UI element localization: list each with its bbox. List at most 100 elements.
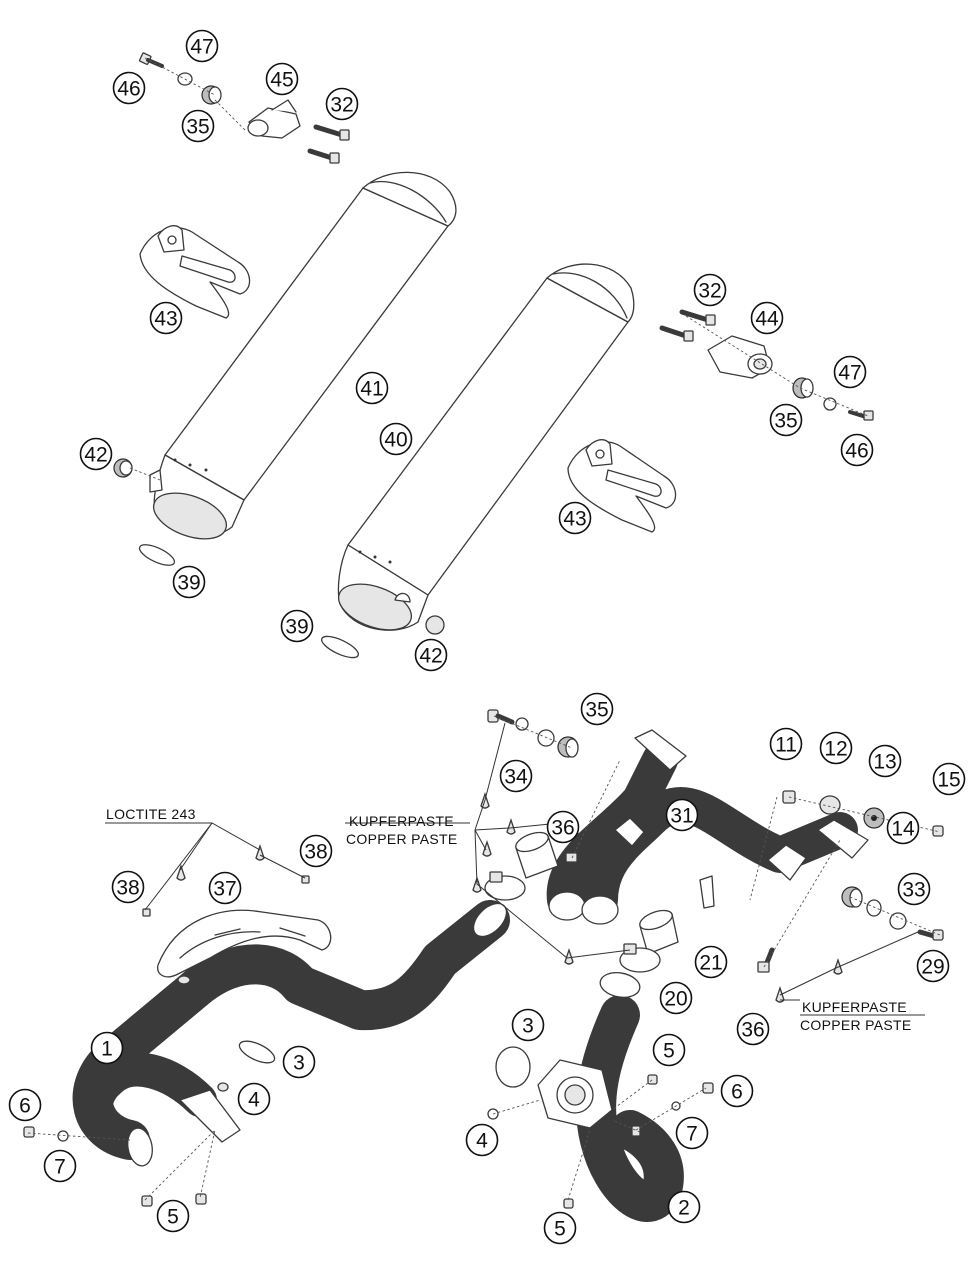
callout-6-right: 6 <box>720 1074 754 1108</box>
callout-circle <box>750 301 784 335</box>
callout-number: 20 <box>664 988 687 1011</box>
callout-circle <box>465 1123 499 1157</box>
callout-circle <box>665 798 699 832</box>
callout-44: 44 <box>750 301 784 335</box>
clamp-45 <box>247 99 301 139</box>
note-copper-bottom-de: KUPFERPASTE <box>802 999 907 1015</box>
callout-number: 7 <box>686 1123 698 1146</box>
callout-39-mid: 39 <box>280 609 314 643</box>
callout-7-left: 7 <box>43 1149 77 1183</box>
callout-number: 47 <box>838 362 861 385</box>
cap-42-mid <box>425 615 445 635</box>
upper-hardware-group <box>138 52 350 164</box>
callout-33: 33 <box>897 872 931 906</box>
right-hardware-group <box>659 309 874 421</box>
callout-number: 14 <box>891 818 915 841</box>
nut-6-right <box>702 1082 714 1094</box>
callout-number: 35 <box>774 410 797 433</box>
screw-38-left <box>142 908 151 917</box>
callout-35-right: 35 <box>769 403 803 437</box>
callout-circle <box>90 1031 124 1065</box>
nut-5-right-bottom <box>563 1198 574 1209</box>
callout-number: 21 <box>699 952 722 975</box>
callout-number: 3 <box>522 1015 534 1038</box>
bushing-35-right <box>792 377 814 399</box>
callout-14: 14 <box>886 811 920 845</box>
callout-43-left: 43 <box>149 301 183 335</box>
callout-circle <box>916 949 950 983</box>
callout-4-right: 4 <box>465 1123 499 1157</box>
callout-circle <box>237 1082 271 1116</box>
clamp-44 <box>707 335 773 379</box>
note-copper-top-de: KUPFERPASTE <box>349 813 454 829</box>
callout-circle <box>499 759 533 793</box>
y-pipe-31 <box>546 729 869 925</box>
callout-number: 44 <box>755 308 779 331</box>
callout-circle <box>667 1190 701 1224</box>
callout-42-left: 42 <box>79 437 113 471</box>
callout-46-top: 46 <box>112 71 146 105</box>
callout-number: 41 <box>360 378 383 401</box>
washer-7-left <box>57 1130 69 1142</box>
nut-5-right-top <box>647 1074 658 1085</box>
callout-number: 42 <box>419 645 442 668</box>
muffler-41 <box>149 171 457 540</box>
callout-circle <box>932 762 966 796</box>
callout-circle <box>833 355 867 389</box>
callout-circle <box>558 501 592 535</box>
callout-circle <box>185 29 219 63</box>
callout-41: 41 <box>355 371 389 405</box>
hardware-34-35-mid <box>487 709 579 758</box>
callout-circle <box>208 871 242 905</box>
ring-39-mid <box>320 635 360 659</box>
clamp-20-b <box>619 943 661 973</box>
callout-number: 34 <box>504 766 528 789</box>
callout-12: 12 <box>819 731 853 765</box>
callout-32-right: 32 <box>693 273 727 307</box>
callout-7-right: 7 <box>675 1116 709 1150</box>
callout-layer: 4746354532434140423939423244473546433534… <box>8 29 966 1245</box>
callout-circle <box>325 87 359 121</box>
callout-13: 13 <box>868 744 902 778</box>
callout-circle <box>769 403 803 437</box>
nut-4-left <box>217 1082 229 1092</box>
callout-35-mid: 35 <box>580 692 614 726</box>
callout-36-top: 36 <box>546 810 580 844</box>
callout-circle <box>172 565 206 599</box>
callout-number: 47 <box>190 36 213 59</box>
screw-36-top <box>565 832 583 863</box>
nut-5-left-a <box>141 1195 153 1207</box>
callout-circle <box>659 981 693 1015</box>
callout-29: 29 <box>916 949 950 983</box>
callout-number: 4 <box>476 1130 488 1153</box>
callout-42-mid: 42 <box>414 638 448 672</box>
callout-number: 2 <box>678 1197 690 1220</box>
callout-number: 5 <box>167 1206 179 1229</box>
screw-36-bottom <box>757 947 775 973</box>
callout-circle <box>694 945 728 979</box>
callout-number: 35 <box>585 699 608 722</box>
header-pipe-2 <box>537 972 684 1222</box>
callout-number: 38 <box>304 841 327 864</box>
callout-6-left: 6 <box>8 1088 42 1122</box>
note-loctite: LOCTITE 243 <box>106 806 195 822</box>
callout-36-bottom: 36 <box>736 1012 770 1046</box>
callout-number: 3 <box>293 1052 305 1075</box>
heat-shield-37 <box>157 909 332 978</box>
callout-circle <box>511 1008 545 1042</box>
callout-number: 39 <box>285 616 308 639</box>
callout-circle <box>112 71 146 105</box>
callout-circle <box>8 1088 42 1122</box>
callout-circle <box>111 870 145 904</box>
bolts-32-top <box>307 124 350 164</box>
callout-number: 39 <box>177 572 200 595</box>
callout-45: 45 <box>265 62 299 96</box>
callout-40: 40 <box>379 422 413 456</box>
callout-number: 12 <box>824 738 847 761</box>
bracket-43-left <box>139 225 251 319</box>
callout-number: 29 <box>921 956 944 979</box>
callout-2: 2 <box>667 1190 701 1224</box>
callout-5-right-bottom: 5 <box>543 1211 577 1245</box>
callout-circle <box>886 811 920 845</box>
callout-circle <box>868 744 902 778</box>
